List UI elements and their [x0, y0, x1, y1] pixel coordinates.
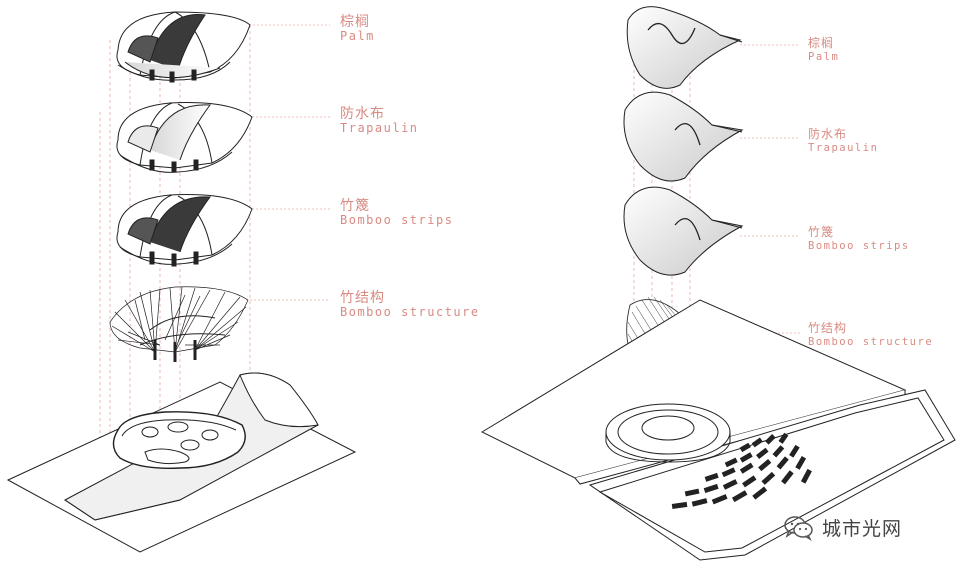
left-leader-lines	[245, 24, 330, 301]
right-label-bamboo-strips-zh: 竹篾	[808, 225, 835, 239]
right-label-tarpaulin-en: Trapaulin	[808, 141, 879, 154]
watermark-text: 城市光网	[822, 518, 903, 540]
left-label-palm: 棕榈 Palm	[340, 14, 375, 44]
watermark: 城市光网	[784, 514, 902, 541]
left-label-bamboo-strips-zh: 竹篾	[340, 198, 370, 214]
right-label-palm-zh: 棕榈	[808, 36, 835, 50]
right-label-bamboo-structure-en: Bomboo structure	[808, 335, 934, 348]
left-label-bamboo-structure: 竹结构 Bomboo structure	[340, 290, 480, 320]
right-tarpaulin-layer	[623, 91, 744, 182]
right-palm-layer	[626, 6, 743, 89]
left-exploded-diagram	[6, 11, 357, 553]
left-site-base	[6, 372, 357, 553]
right-exploded-diagram	[480, 6, 956, 561]
left-label-bamboo-strips-en: Bomboo strips	[340, 213, 454, 228]
right-label-palm-en: Palm	[808, 50, 840, 63]
right-label-bamboo-structure-zh: 竹结构	[808, 321, 848, 335]
left-label-palm-zh: 棕榈	[340, 14, 370, 30]
left-label-tarpaulin-en: Trapaulin	[340, 121, 419, 136]
left-label-bamboo-structure-zh: 竹结构	[340, 290, 385, 306]
left-label-tarpaulin: 防水布 Trapaulin	[340, 106, 419, 136]
left-palm-layer	[116, 11, 251, 83]
wechat-icon	[784, 515, 813, 541]
right-seating-rows	[671, 432, 812, 509]
left-label-bamboo-strips: 竹篾 Bomboo strips	[340, 198, 453, 228]
right-leader-lines	[740, 44, 800, 334]
right-bamboo-strips-layer	[623, 186, 744, 276]
left-label-palm-en: Palm	[340, 29, 375, 44]
right-label-tarpaulin-zh: 防水布	[808, 127, 848, 141]
right-label-bamboo-structure: 竹结构 Bomboo structure	[808, 321, 934, 348]
right-label-tarpaulin: 防水布 Trapaulin	[808, 127, 879, 154]
right-label-palm: 棕榈 Palm	[808, 36, 840, 63]
left-label-tarpaulin-zh: 防水布	[340, 106, 385, 122]
left-label-bamboo-structure-en: Bomboo structure	[340, 305, 480, 320]
right-site-base	[480, 299, 956, 561]
right-label-bamboo-strips: 竹篾 Bomboo strips	[808, 225, 910, 252]
left-tarpaulin-layer	[116, 102, 253, 173]
left-bamboo-strips-layer	[116, 194, 253, 267]
right-label-bamboo-strips-en: Bomboo strips	[808, 239, 910, 252]
left-bamboo-structure-layer	[109, 286, 249, 362]
